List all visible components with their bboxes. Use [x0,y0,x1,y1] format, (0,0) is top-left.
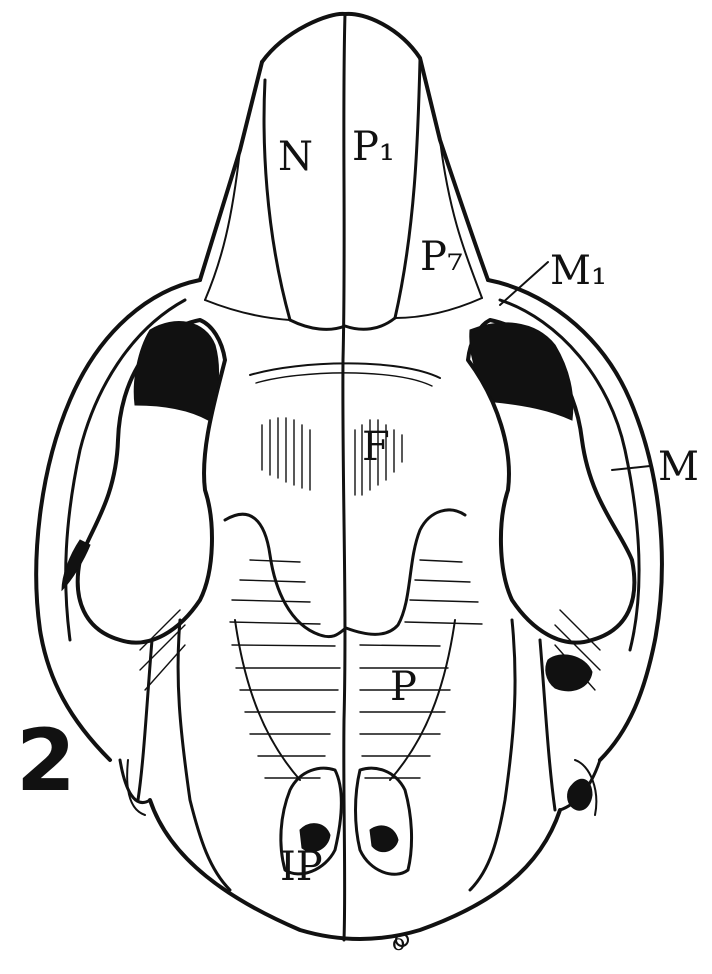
label-maxilla-upper: M₁ [550,248,607,294]
midline-suture [343,14,345,940]
parietal-bones [178,560,515,890]
right-orbit [468,320,634,643]
label-occipital: o [392,931,405,956]
figure-number: 2 [16,711,76,811]
label-premaxilla: P₁ [352,124,395,170]
label-parietal: P [390,664,417,710]
label-premaxilla-2: P₇ [420,234,463,280]
label-interparietal: IP [280,844,323,890]
label-nasal: N [278,134,313,180]
leader-m [612,466,650,470]
label-maxilla: M [658,444,699,490]
label-frontal: F [362,424,390,470]
